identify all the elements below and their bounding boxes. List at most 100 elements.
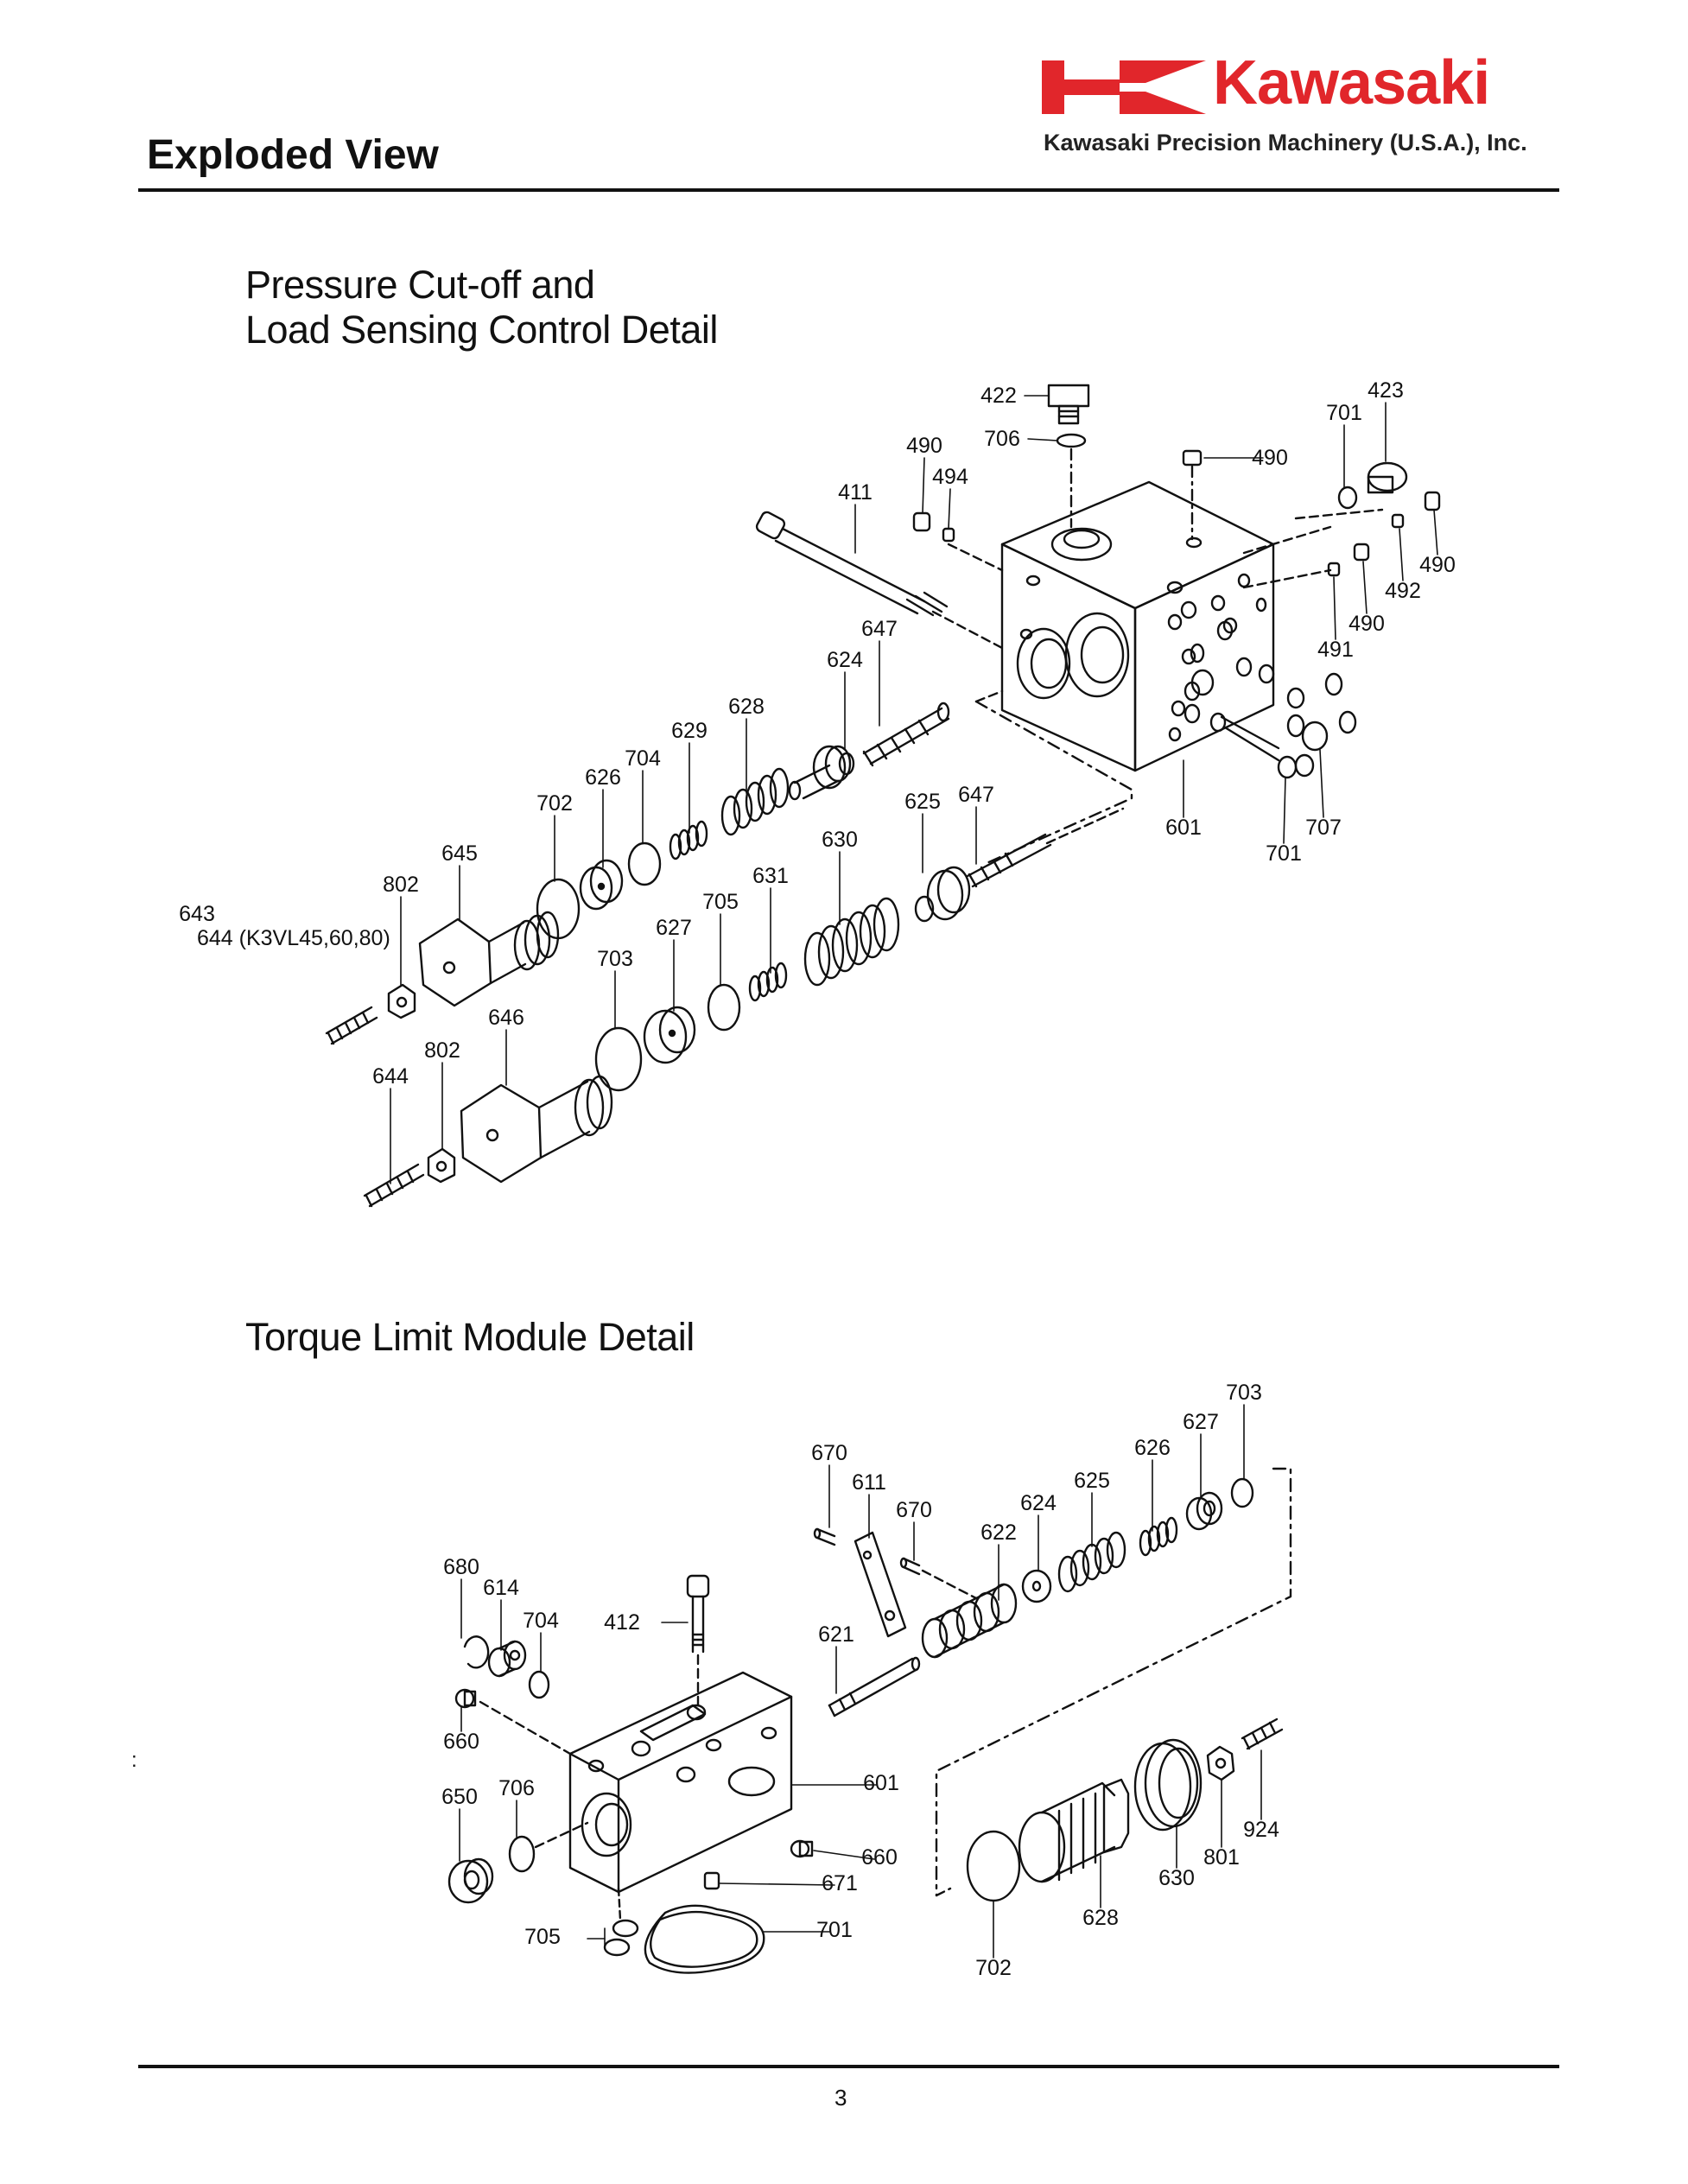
plug-494 [942,527,955,543]
piston-626 [579,859,624,911]
logo-mark-left [1042,60,1064,114]
tlm-callout-18: 650 [441,1785,478,1809]
pin-670-right [899,1557,921,1576]
pcof-callout-10: 490 [1348,612,1385,636]
header-rule [138,188,1559,192]
pcof-callout-13: 624 [827,648,863,672]
section1-title-line1: Pressure Cut-off and [245,263,595,307]
tlm-callout-25: 705 [524,1925,561,1949]
tlm-callout-1: 627 [1183,1410,1219,1434]
bushing-614 [487,1640,527,1678]
plug-423 [1367,461,1408,494]
pcof-callout-0: 422 [980,384,1017,408]
pcof-callout-28: 705 [702,890,739,914]
leaders-s2 [459,1404,1262,1959]
control-block-601 [1000,480,1275,772]
housing-601 [568,1671,793,1894]
tlm-callout-0: 703 [1226,1381,1262,1405]
snap-ring-680 [463,1635,490,1669]
plug-490-mid [1353,543,1370,562]
pcof-callout-18: 702 [536,791,573,816]
screw-644 [363,1163,425,1208]
stem-621 [828,1656,921,1717]
spool-647-upper [862,702,950,767]
screw-643 [325,1006,378,1045]
pcof-callout-25: 645 [441,841,478,866]
nut-801 [1206,1745,1235,1781]
plug-490-left [912,511,931,532]
tlm-callout-6: 624 [1020,1491,1057,1515]
tlm-callout-10: 614 [483,1576,519,1600]
pin-670-left [813,1527,836,1546]
company-name: Kawasaki Precision Machinery (U.S.A.), I… [1044,130,1527,156]
locknut-630 [1133,1738,1203,1832]
plug-650 [447,1857,494,1904]
pcof-callout-4: 411 [838,480,873,505]
tlm-callout-21: 630 [1158,1866,1195,1890]
oring-701-right [1337,486,1358,510]
tlm-callout-26: 702 [975,1956,1012,1980]
pcof-callout-32: 703 [597,947,633,971]
logo-mark-lower [1120,92,1206,114]
tlm-callout-12: 412 [604,1610,640,1635]
gasket-701 [644,1904,765,1974]
tlm-callout-14: 660 [443,1730,479,1754]
plug-490-right [1424,491,1441,511]
pcof-callout-15: 629 [671,719,708,743]
pcof-callout-30: 644 (K3VL45,60,80) [197,926,390,950]
spring-628 [720,767,790,836]
tlm-callout-4: 625 [1074,1469,1110,1493]
pcof-callout-7: 701 [1326,401,1362,425]
tlm-callout-22: 671 [822,1871,858,1895]
pcof-callout-2: 490 [906,434,942,458]
bolt-412 [686,1574,710,1711]
oring-bank [1180,600,1357,779]
pcof-callout-22: 707 [1305,816,1342,840]
plug-491 [1327,562,1341,577]
oring-703-s1 [594,1026,643,1092]
tlm-callout-8: 622 [980,1521,1017,1545]
page-number: 3 [834,2085,847,2111]
tlm-callout-19: 660 [861,1845,898,1870]
spool-622 [921,1583,1018,1659]
stray-mark: : [131,1749,137,1772]
pcof-callout-9: 492 [1385,579,1421,603]
nut-802-s1 [387,983,416,1019]
tlm-callout-2: 626 [1134,1436,1171,1460]
pcof-callout-31: 627 [656,916,692,940]
spool-647-lower [966,807,1125,888]
pcof-callout-26: 631 [752,864,789,888]
section1-labels: 4227064904944114904237014904924904916476… [179,378,1456,1089]
tlm-callout-11: 704 [523,1609,559,1633]
spring-631 [748,962,788,1002]
section2-title: Torque Limit Module Detail [245,1315,695,1359]
pcof-callout-29: 643 [179,902,215,926]
tlm-callout-16: 601 [863,1771,899,1795]
seat-625 [914,866,971,923]
oring-704-s2 [528,1670,550,1699]
plug-660-right [790,1839,814,1858]
pcof-callout-21: 601 [1165,816,1202,840]
brand-wordmark: Kawasaki [1213,48,1490,117]
seat-624 [788,745,855,801]
pcof-callout-5: 490 [1252,446,1288,470]
sleeve-628 [1018,1778,1130,1883]
oring-703-s2 [1230,1477,1254,1508]
tlm-callout-7: 670 [896,1498,932,1522]
washer-624 [1021,1569,1052,1603]
pcof-callout-12: 647 [861,617,898,641]
oring-705-a [612,1919,639,1938]
plug-492 [1391,513,1405,529]
section1-title-line2: Load Sensing Control Detail [245,307,718,352]
pcof-callout-3: 494 [932,465,968,489]
oring-707 [1301,721,1329,752]
oring-705-s1 [707,983,741,1032]
pcof-callout-11: 491 [1317,638,1354,662]
tlm-drawing [447,1404,1292,1974]
oring-706-top [1056,433,1087,448]
pcof-callout-20: 647 [958,783,994,807]
pcof-callout-17: 626 [585,765,621,790]
tlm-callout-15: 706 [498,1776,535,1800]
oring-702-s2 [966,1830,1021,1902]
